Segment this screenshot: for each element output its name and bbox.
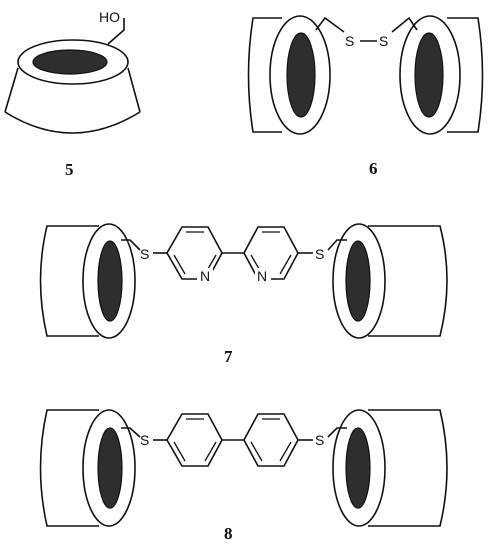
sulfur-label: S — [315, 432, 324, 448]
linker-6-left-ch2 — [315, 16, 345, 33]
linker-6-right-ch2 — [391, 16, 418, 33]
sulfur-label: S — [345, 33, 354, 49]
cavity-6-left — [286, 32, 316, 118]
nitrogen-label: N — [200, 268, 210, 284]
cyclodextrin-6-right — [399, 15, 484, 135]
cyclodextrin-6-left — [247, 15, 331, 135]
cavity-8-left — [97, 427, 123, 509]
cyclodextrin-7-left — [39, 223, 136, 339]
cavity-7-left — [97, 240, 123, 322]
compound-8-structure: S S 8 — [39, 409, 448, 543]
pyridine-ring-left: N — [166, 226, 223, 284]
cavity-8-right — [345, 427, 371, 509]
sulfur-label: S — [315, 246, 324, 262]
compound-label-8: 8 — [224, 524, 233, 543]
compound-7-structure: S N N S 7 — [39, 223, 448, 366]
nitrogen-label: N — [257, 268, 267, 284]
cyclodextrin-5 — [4, 39, 141, 134]
sulfur-label: S — [140, 432, 149, 448]
linker-7-right-ch2 — [327, 239, 347, 251]
pyridine-ring-right: N — [243, 226, 299, 284]
sulfur-label: S — [379, 33, 388, 49]
sulfur-label: S — [140, 246, 149, 262]
cyclodextrin-8-left — [39, 409, 136, 527]
compound-6-structure: S S 6 — [247, 15, 484, 178]
compound-label-7: 7 — [224, 347, 233, 366]
cyclodextrin-8-right — [332, 409, 448, 527]
linker-7-left-ch2 — [121, 239, 141, 251]
compound-5-structure: HO 5 — [4, 9, 141, 179]
compound-label-6: 6 — [369, 159, 378, 178]
cyclodextrin-7-right — [332, 223, 448, 339]
hydroxymethyl-bond — [107, 18, 125, 45]
cavity-6-right — [414, 32, 444, 118]
linker-8-right-ch2 — [327, 427, 347, 438]
benzene-ring-left — [166, 413, 223, 467]
hydroxyl-label: HO — [99, 9, 120, 25]
benzene-ring-right — [243, 413, 299, 467]
cavity-7-right — [345, 240, 371, 322]
compound-label-5: 5 — [65, 160, 74, 179]
cavity-5 — [32, 49, 108, 75]
linker-8-left-ch2 — [121, 427, 141, 438]
